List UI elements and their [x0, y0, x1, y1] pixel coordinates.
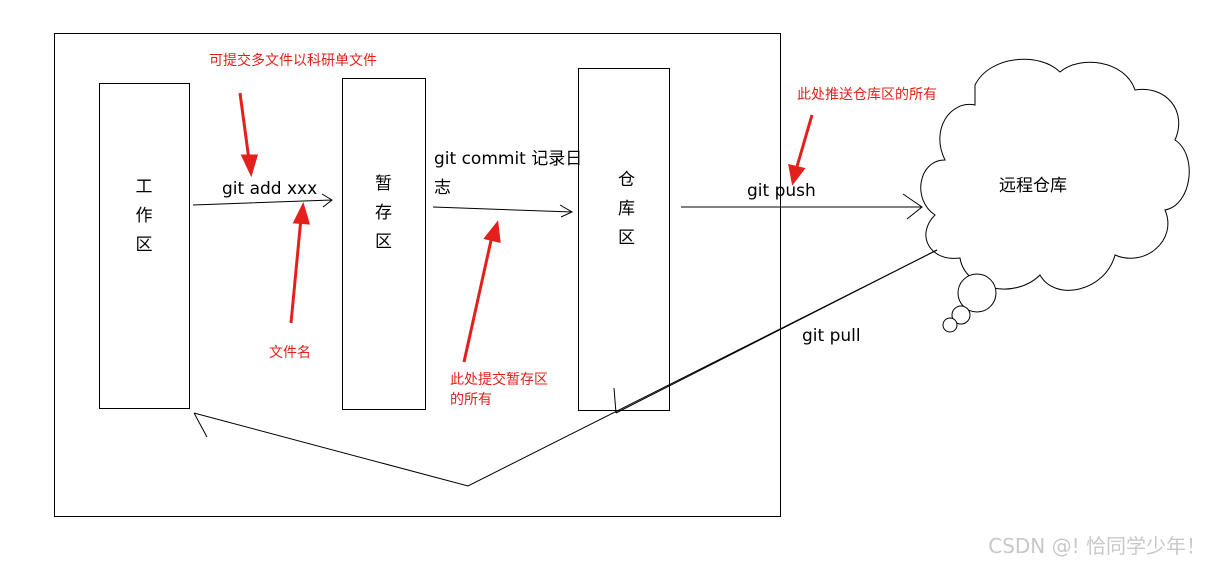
git-pull-to-workspace-arrow	[193, 249, 938, 487]
git-pull-label: git pull	[802, 326, 861, 346]
repository-label: 仓 库 区	[618, 170, 635, 248]
remote-cloud	[920, 58, 1190, 333]
git-push-arrow	[681, 193, 923, 220]
note-push-all: 此处推送仓库区的所有	[797, 87, 937, 103]
git-add-arrow	[192, 193, 333, 208]
git-push-label: git push	[747, 181, 816, 201]
cloud-bubble-small	[942, 317, 958, 333]
repository-box	[578, 68, 670, 411]
workspace-label: 工 作 区	[135, 177, 153, 255]
git-commit-label: git commit 记录日志	[434, 149, 583, 198]
black-arrows	[192, 193, 938, 487]
cloud-bubble-medium	[951, 305, 971, 325]
note-file-name: 文件名	[269, 345, 311, 361]
note-commit-all: 此处提交暂存区的所有	[450, 372, 548, 408]
remote-repository-label: 远程仓库	[999, 176, 1067, 196]
red-arrows	[238, 92, 814, 363]
watermark: CSDN @! 恰同学少年！	[988, 534, 1206, 558]
workspace-box	[99, 83, 190, 409]
staging-box	[342, 78, 426, 410]
staging-label: 暂 存 区	[375, 174, 392, 252]
note-multi-files: 可提交多文件以科研单文件	[209, 53, 377, 69]
git-add-label: git add xxx	[222, 179, 318, 199]
git-commit-arrow	[432, 204, 574, 218]
cloud-bubble-large	[957, 273, 997, 313]
local-frame	[54, 33, 781, 517]
